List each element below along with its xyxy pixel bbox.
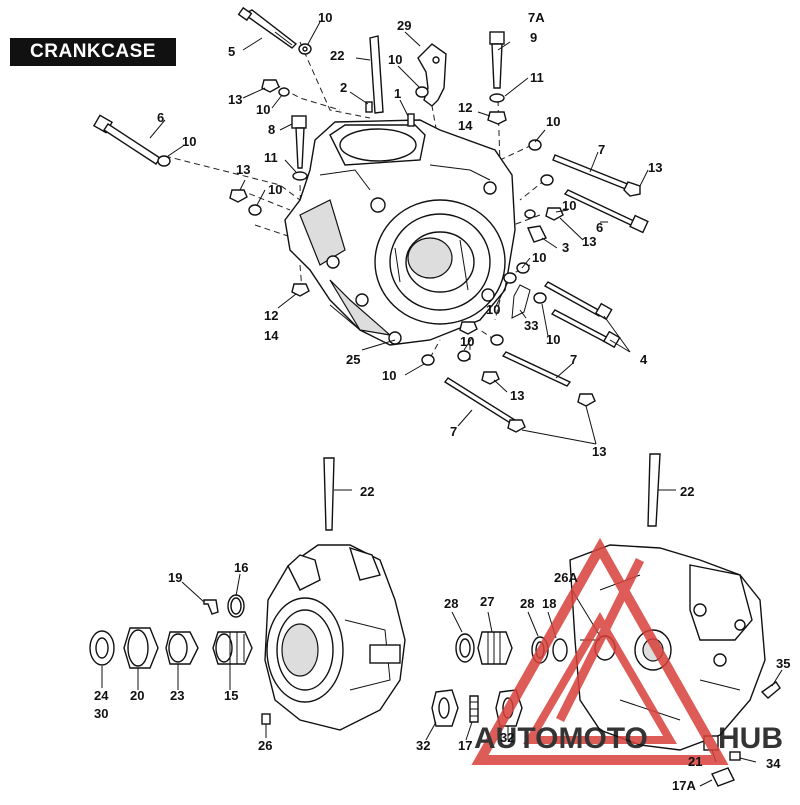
callout-5: 5 (228, 44, 235, 59)
watermark-text-hub: HUB (718, 722, 783, 755)
callout-35: 35 (776, 656, 790, 671)
callout-17A: 17A (672, 778, 696, 793)
callout-21: 21 (688, 754, 702, 769)
callout-7A: 7A (528, 10, 545, 25)
callout-22: 22 (360, 484, 374, 499)
callout-10: 10 (460, 334, 474, 349)
watermark-slash (555, 557, 645, 723)
upper-fasteners (92, 6, 649, 433)
callout-14: 14 (458, 118, 473, 133)
callout-10: 10 (388, 52, 402, 67)
callout-30: 30 (94, 706, 108, 721)
lower-left-assembly (89, 457, 406, 731)
callout-13: 13 (592, 444, 606, 459)
title-text: CRANKCASE (30, 41, 156, 62)
callout-27: 27 (480, 594, 494, 609)
callout-12: 12 (264, 308, 278, 323)
callout-10: 10 (546, 332, 560, 347)
callout-7: 7 (450, 424, 457, 439)
callout-28: 28 (520, 596, 534, 611)
callout-10: 10 (546, 114, 560, 129)
watermark-triangle-inner (523, 612, 677, 744)
callout-10: 10 (256, 102, 270, 117)
callout-32: 32 (416, 738, 430, 753)
callout-10: 10 (486, 302, 500, 317)
callout-1: 1 (394, 86, 401, 101)
callout-13: 13 (510, 388, 524, 403)
upper-crankcase-drawing (164, 41, 546, 360)
watermark-triangle-outer (471, 537, 729, 765)
callout-7: 7 (570, 352, 577, 367)
watermark-logo: AUTOMOTO HUB (471, 537, 783, 765)
callout-6: 6 (596, 220, 603, 235)
callout-14: 14 (264, 328, 279, 343)
callout-25: 25 (346, 352, 360, 367)
callout-13: 13 (648, 160, 662, 175)
callout-10: 10 (182, 134, 196, 149)
watermark-text-automoto: AUTOMOTO (474, 722, 648, 755)
callout-13: 13 (582, 234, 596, 249)
callout-26: 26 (258, 738, 272, 753)
callout-2: 2 (340, 80, 347, 95)
callout-32: 32 (500, 730, 514, 745)
callout-8: 8 (268, 122, 275, 137)
callout-23: 23 (170, 688, 184, 703)
callout-18: 18 (542, 596, 556, 611)
callout-6: 6 (157, 110, 164, 125)
callout-22: 22 (680, 484, 694, 499)
callout-10: 10 (562, 198, 576, 213)
callout-labels: 5 10 29 7A 9 22 10 11 13 10 2 1 12 14 6 … (94, 10, 790, 793)
callout-10: 10 (382, 368, 396, 383)
callout-11: 11 (530, 70, 544, 85)
callout-19: 19 (168, 570, 182, 585)
callout-13: 13 (236, 162, 250, 177)
callout-24: 24 (94, 688, 109, 703)
title-label: CRANKCASE (10, 38, 176, 66)
callout-10: 10 (268, 182, 282, 197)
callout-20: 20 (130, 688, 144, 703)
callout-33: 33 (524, 318, 538, 333)
callout-17: 17 (458, 738, 472, 753)
callout-10: 10 (532, 250, 546, 265)
callout-9: 9 (530, 30, 537, 45)
upper-leader-lines (149, 21, 649, 445)
lower-left-leaders (101, 573, 267, 738)
callout-10: 10 (318, 10, 332, 25)
callout-3: 3 (562, 240, 569, 255)
callout-7: 7 (598, 142, 605, 157)
callout-13: 13 (228, 92, 242, 107)
callout-28: 28 (444, 596, 458, 611)
callout-29: 29 (397, 18, 411, 33)
callout-4: 4 (640, 352, 648, 367)
callout-34: 34 (766, 756, 781, 771)
callout-26A: 26A (554, 570, 578, 585)
callout-15: 15 (224, 688, 238, 703)
callout-12: 12 (458, 100, 472, 115)
callout-11: 11 (264, 150, 278, 165)
callout-16: 16 (234, 560, 248, 575)
callout-22: 22 (330, 48, 344, 63)
